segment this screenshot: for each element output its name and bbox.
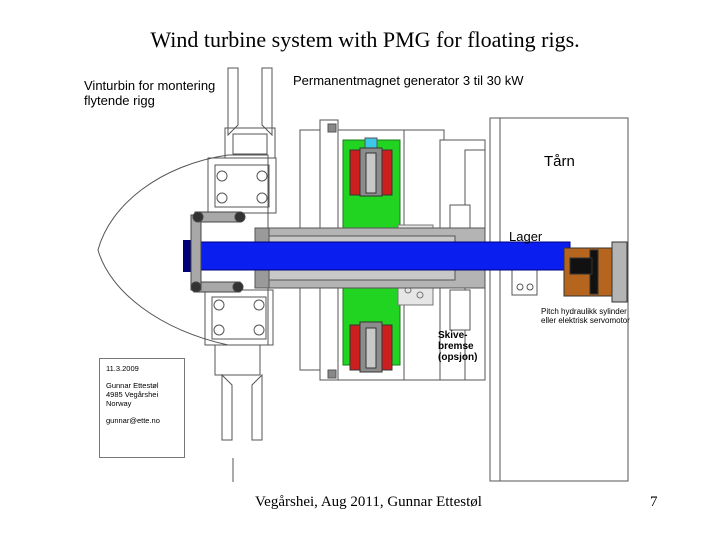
- brake-label: Skive-bremse (opsjon): [438, 330, 478, 363]
- info-email: gunnar@ette.no: [106, 416, 160, 425]
- info-country: Norway: [106, 399, 132, 408]
- lower-blade-root: [204, 289, 274, 482]
- turbine-title-label: Vinturbin for montering flytende rigg: [84, 78, 216, 108]
- pitch-label: Pitch hydraulikk sylinder eller elektris…: [541, 307, 630, 325]
- info-date: 11.3.2009: [106, 364, 139, 373]
- pitch-actuator: [563, 241, 628, 303]
- upper-blade-root: [207, 67, 277, 214]
- generator-label: Permanentmagnet generator 3 til 30 kW: [293, 73, 524, 88]
- main-shaft: [183, 240, 571, 272]
- upper-magnets: [349, 147, 393, 197]
- lower-magnets: [349, 321, 393, 373]
- author-info-box: 11.3.2009 Gunnar Ettestøl 4985 Vegårshei…: [99, 358, 185, 458]
- tower-label: Tårn: [544, 153, 575, 170]
- slide-title: Wind turbine system with PMG for floatin…: [150, 27, 580, 52]
- info-address: 4985 Vegårshei: [106, 390, 159, 399]
- tower: [489, 117, 629, 482]
- info-name: Gunnar Ettestøl: [106, 381, 159, 390]
- slide-footer: Vegårshei, Aug 2011, Gunnar Ettestøl: [255, 494, 482, 510]
- bearing-label: Lager: [509, 229, 543, 244]
- pitch-linkage: [190, 211, 246, 293]
- page-number: 7: [650, 494, 658, 510]
